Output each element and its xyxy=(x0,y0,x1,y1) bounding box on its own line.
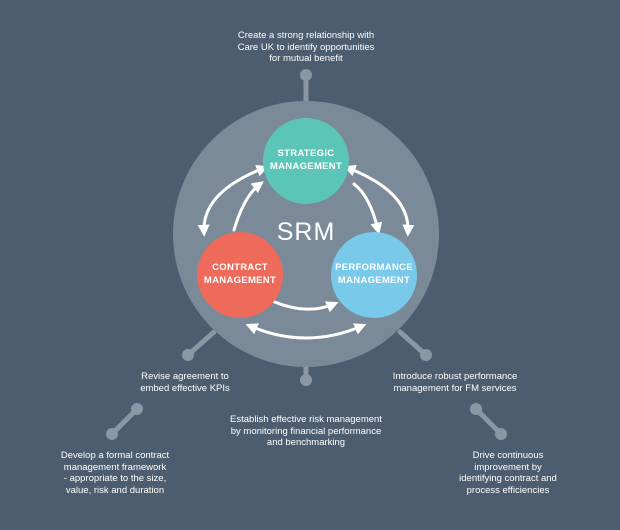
note-far-right: Drive continuous improvement by identify… xyxy=(459,450,557,496)
note-top: Create a strong relationship with Care U… xyxy=(237,30,375,64)
arrow-inner-left xyxy=(232,181,264,232)
contract-management-label: CONTRACT MANAGEMENT xyxy=(203,262,277,286)
connector-dot-bottom xyxy=(300,374,312,386)
cycle-arrows xyxy=(197,165,415,340)
connector-dot-top xyxy=(300,69,312,81)
connector-dots xyxy=(106,69,507,440)
connector-dot-far-right-a xyxy=(470,403,482,415)
arrow-inner-bottom xyxy=(268,298,339,313)
performance-management-label: PERFORMANCE MANAGEMENT xyxy=(335,262,413,286)
connector-dot-far-left-b xyxy=(106,428,118,440)
strategic-management-label: STRATEGIC MANAGEMENT xyxy=(269,148,343,172)
arrow-outer-right xyxy=(343,165,415,237)
strategic-management-node xyxy=(263,118,349,204)
connector-dot-far-left-a xyxy=(131,403,143,415)
contract-management-node xyxy=(197,232,283,318)
note-left: Revise agreement to embed effective KPIs xyxy=(140,371,230,394)
connector-dot-right xyxy=(420,349,432,361)
connector-dot-far-right-b xyxy=(495,428,507,440)
srm-center-label: SRM xyxy=(276,218,336,246)
note-right: Introduce robust performance management … xyxy=(392,371,518,394)
arrow-outer-left xyxy=(197,165,269,237)
arrow-inner-right xyxy=(352,182,383,235)
performance-management-node xyxy=(331,232,417,318)
connector-dot-left xyxy=(182,349,194,361)
arrow-outer-bottom xyxy=(245,323,367,340)
note-far-left: Develop a formal contract management fra… xyxy=(60,450,170,496)
note-bottom: Establish effective risk management by m… xyxy=(230,414,382,448)
